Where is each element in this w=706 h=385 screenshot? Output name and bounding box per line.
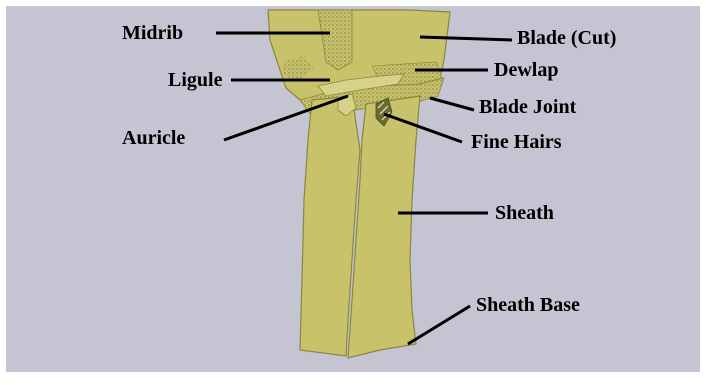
label-blade-joint: Blade Joint (479, 97, 576, 117)
label-sheath-base: Sheath Base (476, 295, 580, 315)
label-auricle: Auricle (122, 128, 185, 148)
label-midrib: Midrib (122, 23, 183, 43)
label-blade-cut: Blade (Cut) (517, 28, 616, 48)
label-sheath: Sheath (495, 203, 554, 223)
label-fine-hairs: Fine Hairs (471, 132, 562, 152)
label-ligule: Ligule (168, 70, 222, 90)
label-dewlap: Dewlap (494, 60, 558, 80)
